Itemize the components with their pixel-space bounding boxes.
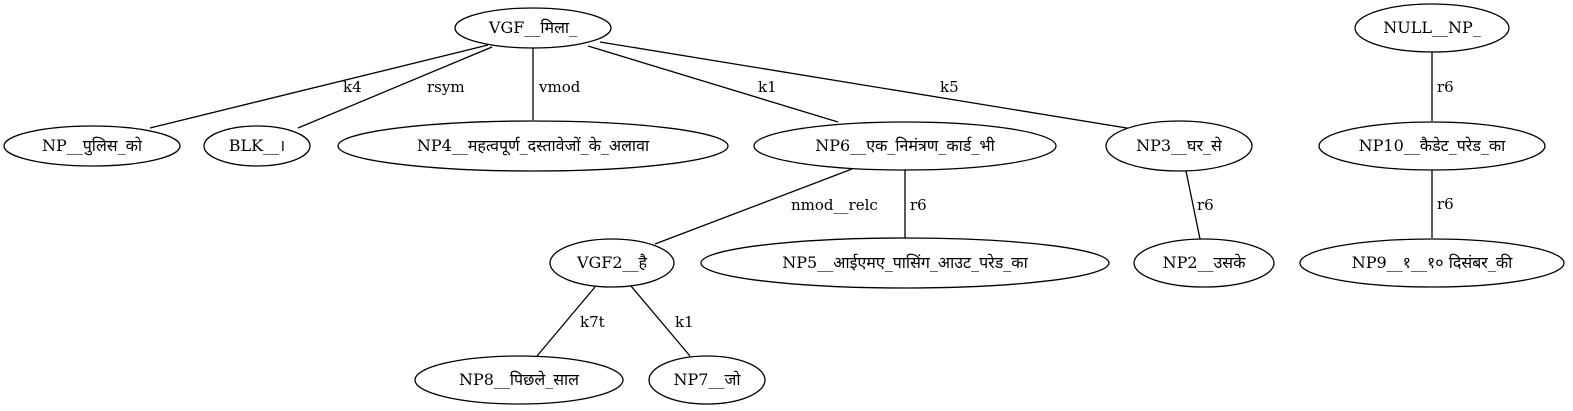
node-label: BLK__। <box>229 136 285 155</box>
edge-labels: k4 rsym vmod k1 k5 nmod__relc r6 r6 k7t … <box>343 78 1454 331</box>
edge-label-vmod: vmod <box>538 78 581 96</box>
node-label: NP9__१__१० दिसंबर_की <box>1352 253 1513 272</box>
edge-label-nmod-relc: nmod__relc <box>791 196 878 214</box>
node-np5: NP5__आईएमए_पासिंग_आउट_परेड_का <box>700 237 1110 289</box>
edge-np3-np2 <box>1185 170 1201 240</box>
edge-vgf2-np8 <box>536 286 596 357</box>
edges <box>149 41 1433 357</box>
node-label: NP3__घर_से <box>1136 136 1223 155</box>
edge-vgf-np-police <box>149 44 489 129</box>
node-np8: NP8__पिछले_साल <box>414 355 624 405</box>
node-np4: NP4__महत्वपूर्ण_दस्तावेजों_के_अलावा <box>337 120 729 172</box>
node-np9: NP9__१__१० दिसंबर_की <box>1299 238 1565 288</box>
node-np10: NP10__कैडेट_परेड_का <box>1318 121 1546 171</box>
nodes: VGF__मिला_ NP__पुलिस_को BLK__। NP4__महत्… <box>3 3 1565 405</box>
edge-label-k7t: k7t <box>580 313 605 331</box>
node-label: NP__पुलिस_को <box>42 136 143 156</box>
node-label: NP7__जो <box>674 370 742 389</box>
node-np6: NP6__एक_निमंत्रण_कार्ड_भी <box>753 121 1057 171</box>
node-vgf: VGF__मिला_ <box>454 7 612 49</box>
node-label: NP8__पिछले_साल <box>459 370 580 389</box>
edge-label-r6-np10: r6 <box>1437 78 1454 96</box>
node-blk: BLK__। <box>203 125 311 167</box>
node-label: VGF2__है <box>576 253 648 272</box>
edge-vgf2-np7 <box>630 285 691 357</box>
edge-vgf-np6 <box>587 45 839 123</box>
node-label: NP6__एक_निमंत्रण_कार्ड_भी <box>815 136 995 155</box>
node-label: VGF__मिला_ <box>488 18 577 37</box>
edge-label-r6-np5: r6 <box>910 196 927 214</box>
edge-label-k1-np6: k1 <box>758 78 777 96</box>
edge-label-k1-np7: k1 <box>675 313 694 331</box>
node-label: NP4__महत्वपूर्ण_दस्तावेजों_के_अलावा <box>417 136 650 156</box>
node-vgf2: VGF2__है <box>549 238 675 288</box>
node-null-np: NULL__NP_ <box>1354 3 1510 53</box>
node-label: NP2__उसके <box>1163 253 1247 272</box>
node-label: NULL__NP_ <box>1383 18 1481 37</box>
node-label: NP5__आईएमए_पासिंग_आउट_परेड_का <box>782 253 1028 272</box>
node-np3: NP3__घर_से <box>1105 120 1253 172</box>
edge-vgf-np3 <box>599 41 1146 132</box>
node-np-police: NP__पुलिस_को <box>3 125 181 167</box>
edge-np6-vgf2 <box>654 168 853 245</box>
edge-label-r6-np2: r6 <box>1197 196 1214 214</box>
edge-label-rsym: rsym <box>427 78 465 96</box>
edge-label-k4: k4 <box>343 78 362 96</box>
edge-label-r6-np9: r6 <box>1437 195 1454 213</box>
node-label: NP10__कैडेट_परेड_का <box>1359 136 1507 155</box>
edge-vgf-blk <box>297 46 493 129</box>
node-np7: NP7__जो <box>648 355 766 405</box>
edge-label-k5: k5 <box>940 78 959 96</box>
node-np2: NP2__उसके <box>1133 238 1275 288</box>
